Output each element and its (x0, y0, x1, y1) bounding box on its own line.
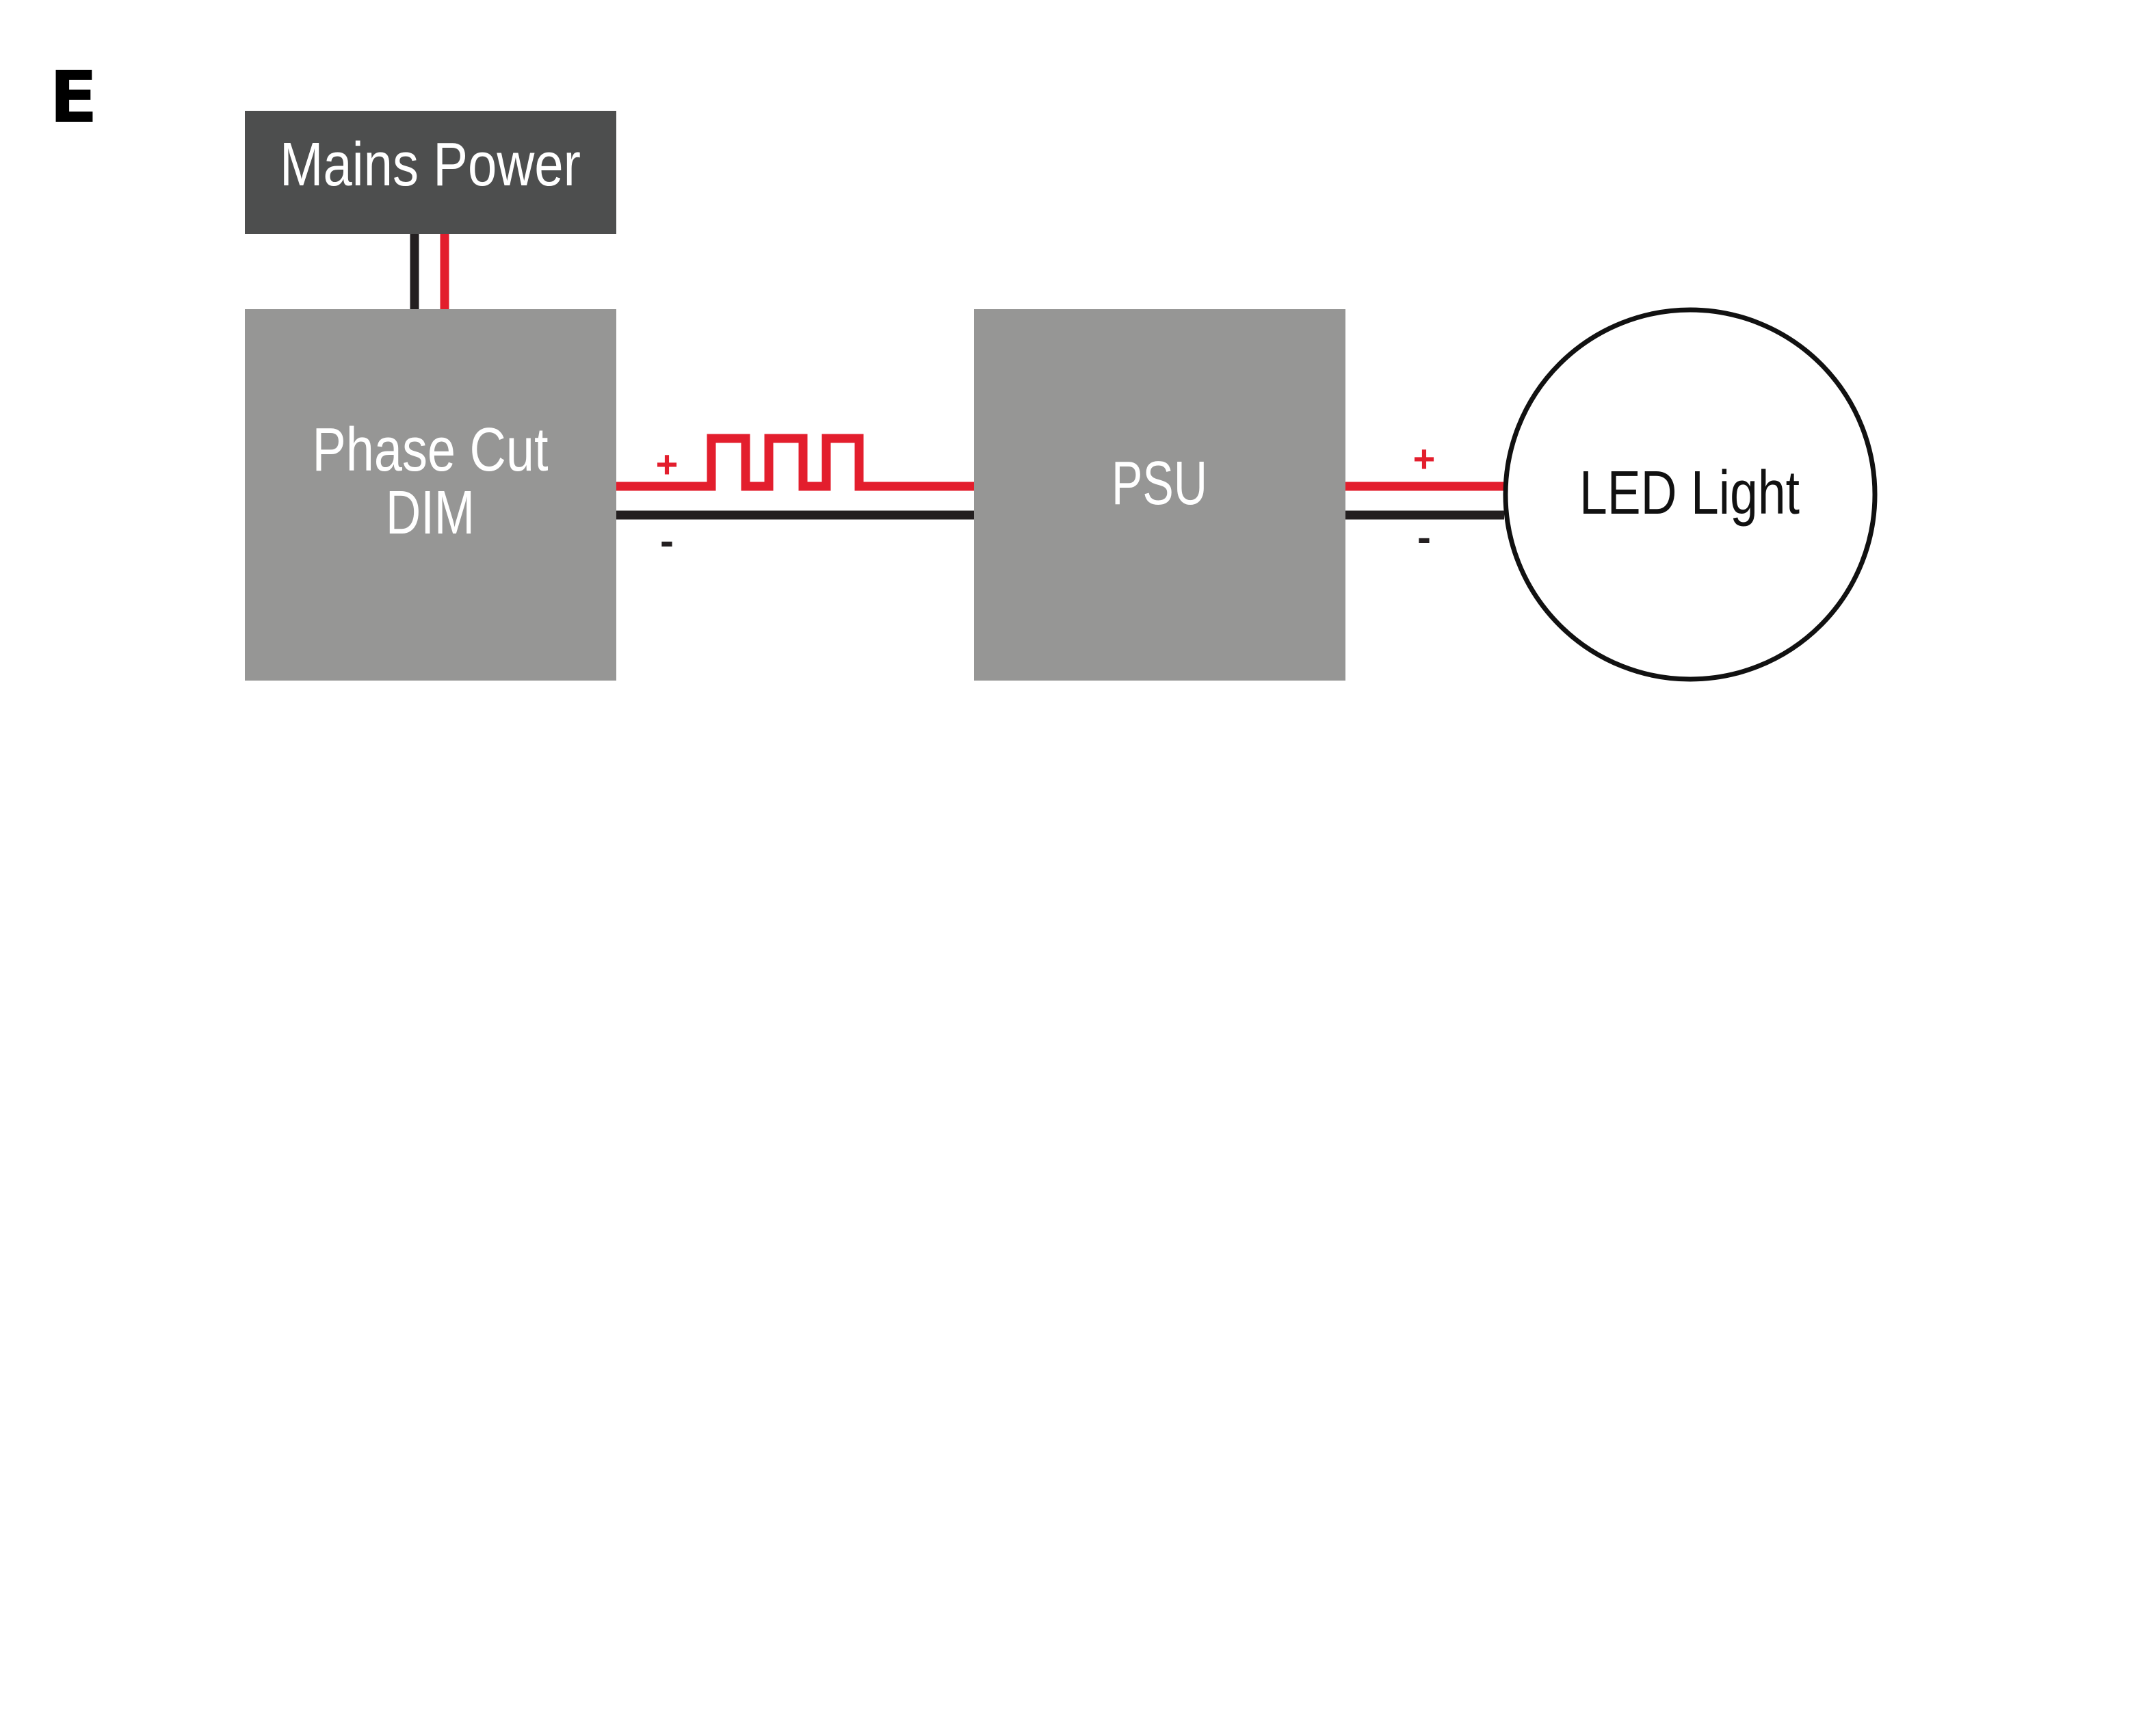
led-light-label: LED Light (1579, 459, 1800, 527)
psu-block (974, 309, 1345, 681)
mains-power-block (245, 111, 616, 234)
phase-cut-dim-block (245, 309, 616, 681)
dimmer-negative-sign: - (660, 518, 674, 564)
dimmer-positive-sign: + (656, 443, 679, 486)
mains-power-label: Mains Power (280, 131, 581, 199)
phase-cut-dim-label-line1: Phase Cut (313, 416, 549, 484)
led-positive-sign: + (1413, 437, 1436, 480)
figure-label: E (49, 55, 98, 139)
psu-label: PSU (1112, 449, 1207, 518)
led-negative-sign: - (1417, 514, 1431, 560)
led-light-circle (1503, 307, 1878, 682)
phase-cut-dim-label-line2: DIM (386, 479, 475, 547)
pwm-positive-wire (616, 434, 974, 491)
